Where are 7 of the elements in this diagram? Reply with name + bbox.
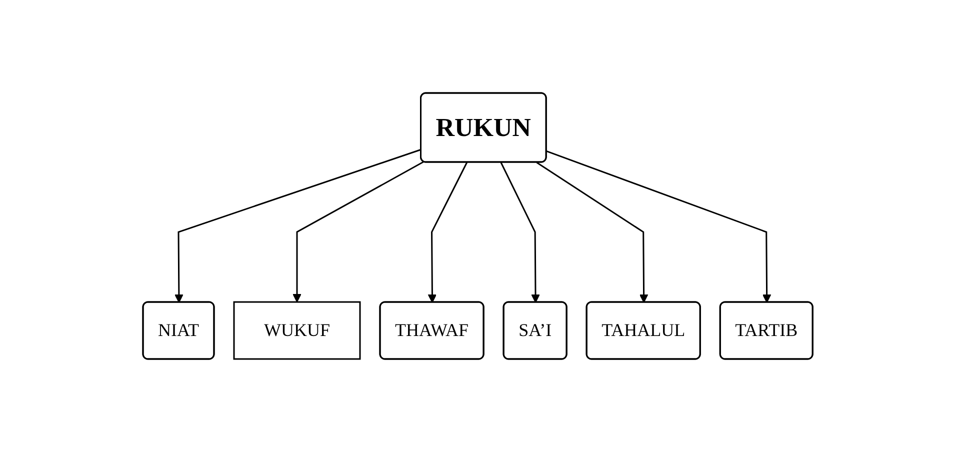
arrow <box>546 150 772 303</box>
arrow <box>292 161 424 302</box>
node-box: WUKUF <box>233 301 361 360</box>
arrow <box>500 162 540 303</box>
arrow <box>174 148 422 303</box>
arrow <box>536 162 648 303</box>
arrow <box>428 162 468 303</box>
